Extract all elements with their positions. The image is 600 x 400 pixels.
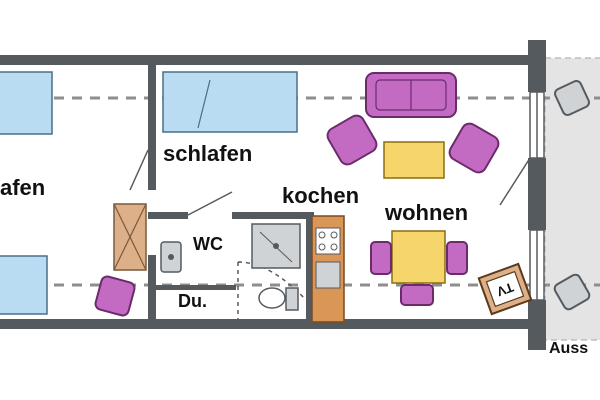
label-schlafen-left: afen bbox=[0, 175, 45, 200]
label-tv: TV bbox=[494, 280, 515, 300]
wall-partition-left bbox=[148, 65, 156, 190]
wall-right-top bbox=[528, 40, 546, 92]
coffee-table bbox=[383, 141, 445, 179]
armchair-right bbox=[448, 122, 500, 174]
stove-icon bbox=[315, 227, 341, 255]
outdoor-chair-lower bbox=[553, 273, 591, 311]
dining-set bbox=[370, 230, 468, 306]
dining-chair-right bbox=[446, 241, 468, 275]
left-bedroom: afen bbox=[0, 71, 136, 317]
wall-bath-top-left bbox=[148, 212, 188, 219]
door-bathroom bbox=[187, 191, 233, 216]
wall-right-mid bbox=[528, 158, 546, 230]
door-bedroom-left bbox=[129, 149, 149, 191]
kitchen-sink-icon bbox=[315, 261, 341, 289]
dining-chair-bottom bbox=[400, 284, 434, 306]
label-schlafen: schlafen bbox=[163, 141, 252, 166]
armchair-left bbox=[326, 114, 378, 166]
outdoor-furniture bbox=[553, 80, 591, 311]
label-wc: WC bbox=[193, 234, 223, 254]
outdoor-chair-upper bbox=[554, 80, 590, 116]
wall-bottom bbox=[0, 319, 545, 329]
wardrobe bbox=[113, 203, 147, 271]
bathroom: WC Du. bbox=[160, 223, 301, 311]
wall-top bbox=[0, 55, 540, 65]
living-area: wohnen TV bbox=[326, 72, 533, 316]
kitchen-counter bbox=[311, 215, 345, 323]
toilet-icon bbox=[258, 287, 299, 311]
bed-middle bbox=[162, 71, 298, 133]
wall-right-bottom bbox=[528, 300, 546, 350]
sofa bbox=[365, 72, 457, 118]
label-dusche: Du. bbox=[178, 291, 207, 311]
chair-left bbox=[94, 275, 136, 317]
dining-chair-left bbox=[370, 241, 392, 275]
wall-bath-right bbox=[306, 212, 314, 324]
wall-partition-left-lower bbox=[148, 255, 156, 325]
door-balcony bbox=[499, 157, 531, 206]
middle-bedroom: schlafen bbox=[162, 71, 298, 166]
bed-left-upper bbox=[0, 71, 53, 135]
wall-wc-divider bbox=[156, 285, 236, 290]
walls bbox=[0, 40, 546, 350]
label-aussen: Auss bbox=[549, 340, 588, 357]
label-wohnen: wohnen bbox=[384, 200, 468, 225]
label-kochen: kochen bbox=[282, 183, 359, 208]
bed-left-lower bbox=[0, 255, 48, 315]
door-shower bbox=[237, 261, 307, 322]
door-swings bbox=[129, 149, 531, 322]
windows bbox=[529, 91, 545, 301]
dining-table bbox=[391, 230, 446, 284]
wall-bath-top-right bbox=[232, 212, 314, 219]
tv-icon: TV bbox=[477, 262, 533, 316]
